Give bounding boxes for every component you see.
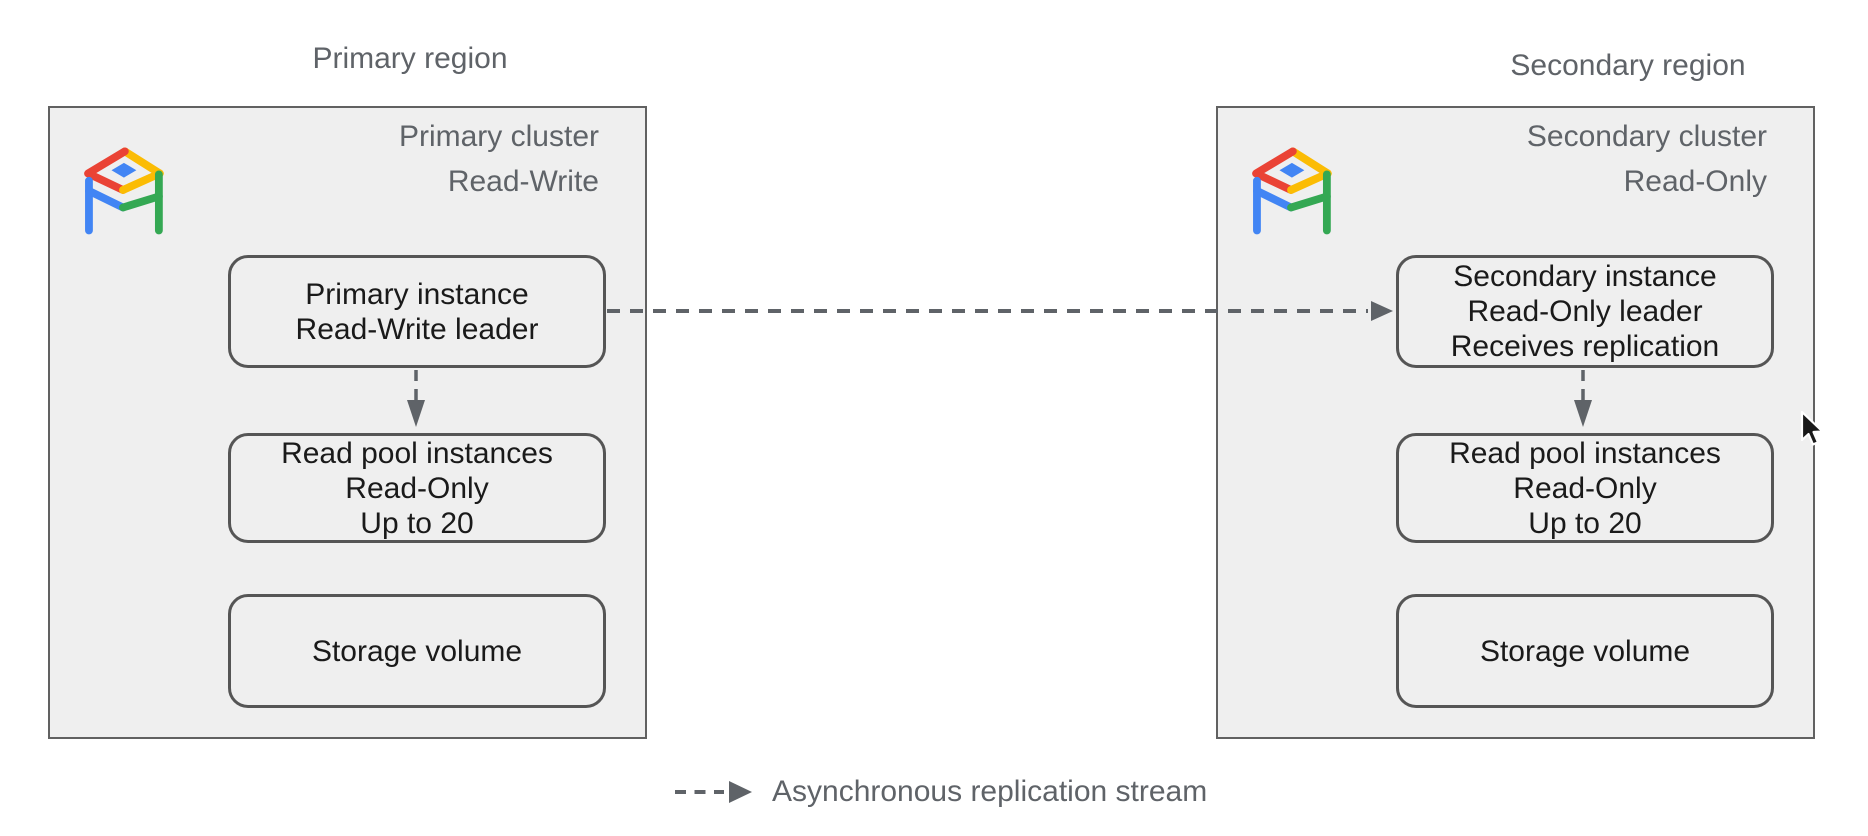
secondary-read-pool-node: Read pool instances Read-Only Up to 20 bbox=[1396, 433, 1774, 543]
secondary-cluster-title-line1: Secondary cluster bbox=[1526, 120, 1767, 153]
secondary-instance-line2: Read-Only leader bbox=[1467, 295, 1703, 328]
primary-read-pool-line2: Read-Only bbox=[345, 471, 489, 505]
primary-cluster-box: Primary cluster Read-Write Primary insta… bbox=[48, 106, 647, 739]
legend-label: Asynchronous replication stream bbox=[772, 775, 1208, 808]
secondary-instance-line3: Receives replication bbox=[1450, 330, 1720, 363]
primary-instance-line2: Read-Write leader bbox=[295, 312, 539, 346]
primary-cluster-title-line2: Read-Write bbox=[447, 165, 599, 198]
primary-storage-line1: Storage volume bbox=[311, 634, 523, 668]
legend-arrowhead-icon bbox=[729, 781, 752, 803]
primary-cluster-title-line1: Primary cluster bbox=[398, 120, 599, 153]
secondary-read-pool-line1: Read pool instances bbox=[1449, 436, 1721, 470]
alloydb-logo-icon bbox=[84, 147, 164, 235]
primary-cluster-title: Primary cluster Read-Write bbox=[399, 114, 599, 204]
primary-read-pool-line3: Up to 20 bbox=[360, 506, 474, 540]
secondary-cluster-title: Secondary cluster Read-Only bbox=[1527, 114, 1767, 204]
primary-region-label: Primary region bbox=[312, 42, 508, 75]
secondary-read-pool-line2: Read-Only bbox=[1513, 471, 1657, 505]
secondary-storage-node: Storage volume bbox=[1396, 594, 1774, 708]
primary-read-pool-line1: Read pool instances bbox=[281, 436, 553, 470]
secondary-cluster-box: Secondary cluster Read-Only Secondary in… bbox=[1216, 106, 1815, 739]
primary-storage-node: Storage volume bbox=[228, 594, 606, 708]
primary-read-pool-node: Read pool instances Read-Only Up to 20 bbox=[228, 433, 606, 543]
primary-instance-node: Primary instance Read-Write leader bbox=[228, 255, 606, 368]
secondary-instance-node: Secondary instance Read-Only leader Rece… bbox=[1396, 255, 1774, 368]
alloydb-logo-icon bbox=[1252, 147, 1332, 235]
secondary-region-label: Secondary region bbox=[1510, 49, 1746, 82]
primary-instance-line1: Primary instance bbox=[305, 277, 529, 311]
secondary-cluster-title-line2: Read-Only bbox=[1623, 165, 1767, 198]
secondary-instance-line1: Secondary instance bbox=[1453, 260, 1717, 293]
mouse-pointer-icon bbox=[1800, 410, 1824, 446]
secondary-storage-line1: Storage volume bbox=[1479, 634, 1691, 668]
secondary-read-pool-line3: Up to 20 bbox=[1528, 506, 1642, 540]
